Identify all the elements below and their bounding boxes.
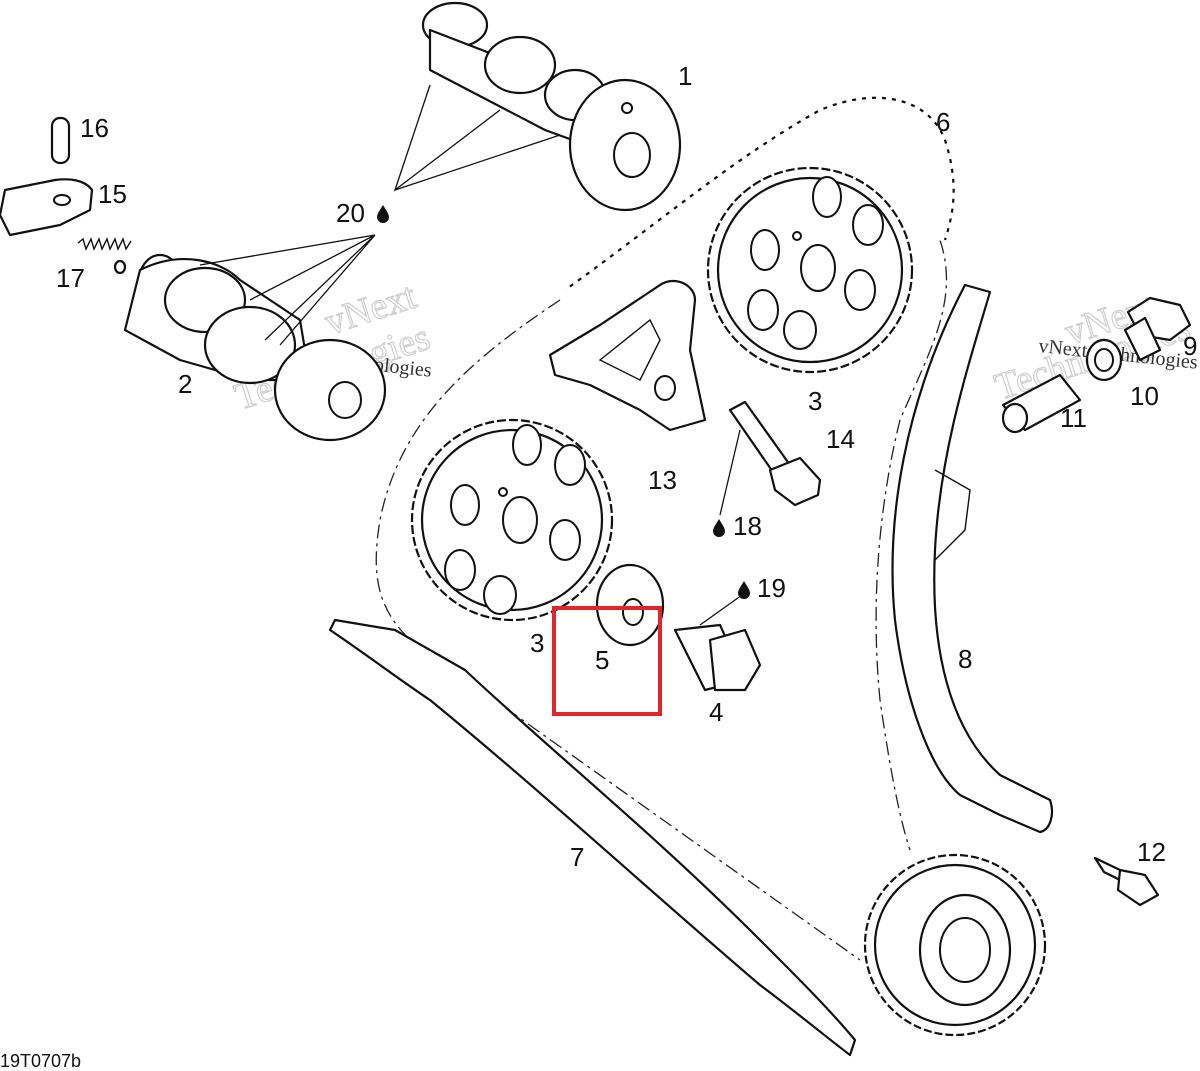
screw bbox=[1093, 856, 1160, 907]
oil-drop-icon bbox=[377, 205, 389, 223]
callout-9: 9 bbox=[1183, 331, 1197, 361]
callouts: 1 2 3 3 4 5 6 7 8 9 10 11 12 13 14 15 16… bbox=[56, 61, 1197, 872]
callout-2: 2 bbox=[178, 369, 192, 399]
callout-12: 12 bbox=[1137, 837, 1166, 867]
callout-4: 4 bbox=[709, 697, 723, 727]
camshaft-intake bbox=[421, 1, 682, 212]
callout-13: 13 bbox=[648, 465, 677, 495]
callout-15: 15 bbox=[98, 179, 127, 209]
tensioner-plug bbox=[1123, 296, 1192, 362]
leader-18 bbox=[719, 429, 741, 516]
rocker-pin bbox=[50, 116, 71, 165]
camshaft-sprocket-lower bbox=[410, 418, 614, 622]
highlight-box bbox=[552, 606, 662, 716]
lubrication-leaders-20 bbox=[199, 84, 561, 346]
callout-17: 17 bbox=[56, 263, 85, 293]
chain-path-line bbox=[375, 239, 948, 961]
callout-8: 8 bbox=[958, 644, 972, 674]
callout-11: 11 bbox=[1060, 403, 1087, 433]
washer bbox=[595, 563, 665, 647]
tensioner-guide bbox=[891, 283, 1054, 834]
callout-19: 19 bbox=[757, 573, 786, 603]
callout-14: 14 bbox=[826, 424, 855, 454]
callout-6: 6 bbox=[936, 107, 950, 137]
camshaft-exhaust bbox=[123, 253, 387, 442]
rocker-arm bbox=[0, 178, 94, 237]
oil-drop-icon bbox=[713, 519, 725, 537]
drawing-number: 19T0707b bbox=[0, 1051, 81, 1071]
callout-1: 1 bbox=[678, 61, 692, 91]
sealing-ring bbox=[1085, 338, 1123, 382]
callout-20: 20 bbox=[336, 198, 365, 228]
guide-bolt bbox=[728, 400, 822, 507]
chain-slide bbox=[328, 618, 857, 1057]
leader-19 bbox=[699, 594, 743, 626]
callout-7: 7 bbox=[570, 842, 584, 872]
crankshaft-gear bbox=[863, 853, 1047, 1037]
callout-3-upper: 3 bbox=[808, 386, 822, 416]
camshaft-sprocket-upper bbox=[706, 166, 914, 374]
callout-5: 5 bbox=[595, 645, 609, 675]
callout-18: 18 bbox=[733, 511, 762, 541]
sprocket-bolt bbox=[673, 623, 762, 692]
chain-guide bbox=[548, 279, 707, 432]
spring bbox=[77, 237, 132, 275]
callout-16: 16 bbox=[80, 113, 109, 143]
tensioner-plunger bbox=[1001, 373, 1082, 434]
callout-10: 10 bbox=[1130, 381, 1159, 411]
callout-3-lower: 3 bbox=[530, 628, 544, 658]
